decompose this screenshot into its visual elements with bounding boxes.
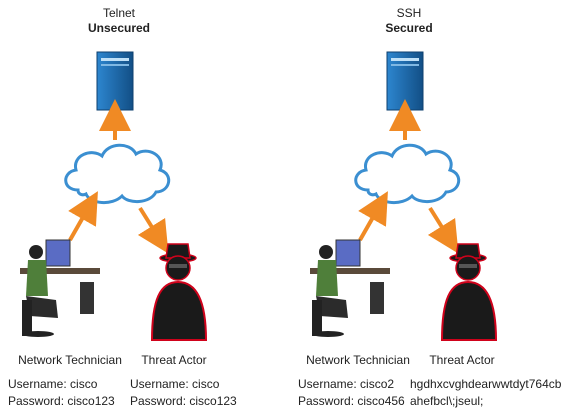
left-server-icon: [96, 51, 134, 111]
right-threat-line1: hgdhxcvghdearwwtdyt764cb: [410, 377, 561, 391]
right-tech-credentials: Username: cisco2 Password: cisco456: [298, 376, 405, 410]
left-cloud-icon: [64, 143, 171, 204]
left-threat-label: Threat Actor: [141, 353, 207, 367]
left-protocol-label: Telnet: [102, 6, 136, 20]
left-technician-label: Network Technician: [18, 353, 122, 367]
right-cloud-icon: [354, 143, 461, 204]
right-arrow-cloud-to-threat: [427, 206, 459, 254]
right-threat-captured: hgdhxcvghdearwwtdyt764cb ahefbcl\;jseul;: [410, 376, 561, 410]
right-technician-label: Network Technician: [306, 353, 410, 367]
right-threat-actor-icon: [440, 243, 498, 341]
left-tech-password: Password: cisco123: [8, 394, 115, 408]
left-tech-credentials: Username: cisco Password: cisco123: [8, 376, 115, 410]
right-arrow-tech-to-cloud: [358, 191, 388, 241]
left-arrow-tech-to-cloud: [68, 191, 98, 241]
left-status-label: Unsecured: [87, 21, 151, 35]
right-technician-icon: [310, 239, 390, 337]
left-threat-line2: Password: cisco123: [130, 394, 237, 408]
left-technician-icon: [20, 239, 100, 337]
right-tech-password: Password: cisco456: [298, 394, 405, 408]
right-server-icon: [386, 51, 424, 111]
left-tech-username: Username: cisco: [8, 377, 98, 391]
left-arrow-cloud-to-threat: [137, 206, 169, 254]
right-threat-label: Threat Actor: [429, 353, 495, 367]
right-tech-username: Username: cisco2: [298, 377, 395, 391]
left-threat-actor-icon: [150, 243, 208, 341]
right-status-label: Secured: [385, 21, 433, 35]
left-threat-line1: Username: cisco: [130, 377, 220, 391]
right-protocol-label: SSH: [396, 6, 422, 20]
left-threat-captured: Username: cisco Password: cisco123: [130, 376, 237, 410]
right-threat-line2: ahefbcl\;jseul;: [410, 394, 484, 408]
